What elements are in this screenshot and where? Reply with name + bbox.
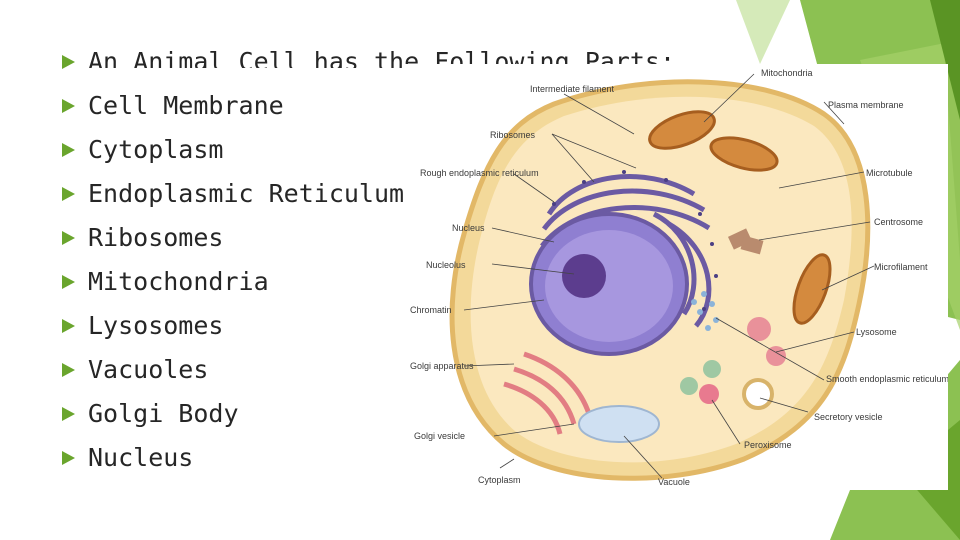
bullet-arrow-icon [62,231,75,245]
bullet-item: Mitochondria [60,260,675,304]
bullet-item: Lysosomes [60,304,675,348]
label-nucleus: Nucleus [452,223,485,233]
bullet-text: Vacuoles [88,355,209,384]
vesicle-shape [703,360,721,378]
centrosome-shape [740,235,764,255]
bullet-arrow-icon [62,143,75,157]
label-microfilament: Microfilament [874,262,928,272]
vesicle-shape [680,377,698,395]
bullet-text: Golgi Body [88,399,239,428]
bullet-item: Endoplasmic Reticulum [60,172,675,216]
lysosome-shape [766,346,786,366]
label-ribosomes: Ribosomes [490,130,536,140]
label-centrosome: Centrosome [874,217,923,227]
label-intermediate-filament: Intermediate filament [530,84,615,94]
bullet-item: Golgi Body [60,392,675,436]
label-peroxisome: Peroxisome [744,440,792,450]
animal-cell-diagram: Mitochondria Intermediate filament Plasm… [404,64,948,490]
label-secretory-vesicle: Secretory vesicle [814,412,883,422]
vacuole-shape [578,405,660,443]
bullet-item: Nucleus [60,436,675,480]
bullet-arrow-icon [62,407,75,421]
bullet-item: Cytoplasm [60,128,675,172]
bullet-text: Mitochondria [88,267,269,296]
parts-bullet-list: An Animal Cell has the Following Parts: … [60,40,675,480]
bullet-arrow-icon [62,319,75,333]
label-rough-er: Rough endoplasmic reticulum [420,168,539,178]
label-nucleolus: Nucleolus [426,260,466,270]
label-plasma-membrane: Plasma membrane [828,100,904,110]
peroxisome-shape [699,384,719,404]
label-chromatin: Chromatin [410,305,452,315]
bullet-arrow-icon [62,275,75,289]
label-lysosome: Lysosome [856,327,897,337]
bullet-text: Lysosomes [88,311,224,340]
label-smooth-er: Smooth endoplasmic reticulum [826,374,948,384]
nucleolus-shape [562,254,606,298]
secretory-vesicle-shape [742,378,774,410]
bullet-text: Cytoplasm [88,135,224,164]
label-mitochondria: Mitochondria [761,68,813,78]
bullet-arrow-icon [62,187,75,201]
smooth-er-shape [691,291,719,331]
bullet-arrow-icon [62,55,75,69]
ribosome-dots [552,170,718,311]
cell-illustration: Mitochondria Intermediate filament Plasm… [410,68,948,487]
label-vacuole: Vacuole [658,477,690,487]
leader-lines [463,73,875,479]
bullet-text: Endoplasmic Reticulum [88,179,405,208]
centrosome-shape [727,228,753,250]
bullet-item: Cell Membrane [60,84,675,128]
label-cytoplasm: Cytoplasm [478,475,521,485]
bullet-text: Ribosomes [88,223,224,252]
label-golgi-apparatus: Golgi apparatus [410,361,474,371]
bullet-item: An Animal Cell has the Following Parts: [60,40,675,84]
bullet-text: Nucleus [88,443,194,472]
mitochondria-shapes [648,110,832,325]
bullet-text: Cell Membrane [88,91,284,120]
label-microtubule: Microtubule [866,168,913,178]
label-golgi-vesicle: Golgi vesicle [414,431,465,441]
nucleus-inner-shape [545,230,673,342]
bullet-item: Ribosomes [60,216,675,260]
bullet-arrow-icon [62,363,75,377]
bullet-arrow-icon [62,99,75,113]
lysosome-shape [747,317,771,341]
bullet-arrow-icon [62,451,75,465]
bullet-text: An Animal Cell has the Following Parts: [88,40,675,68]
bullet-item: Vacuoles [60,348,675,392]
